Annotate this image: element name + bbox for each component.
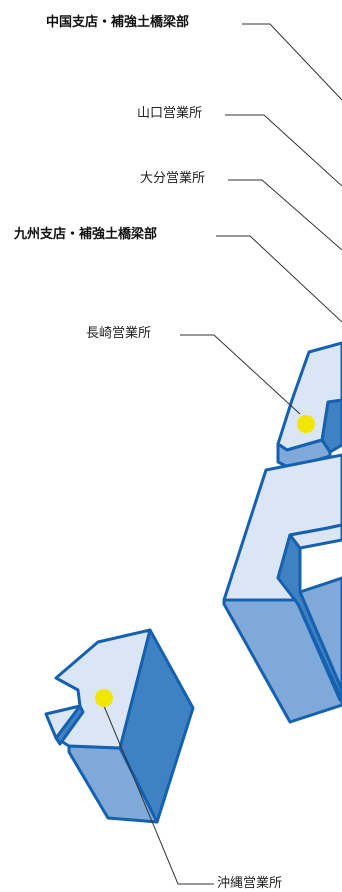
kyushu-slot-ledge <box>288 523 342 550</box>
leader-yamaguchi <box>225 114 342 187</box>
kyushu-landmass <box>222 341 342 724</box>
label-nagasaki-office: 長崎営業所 <box>86 326 152 341</box>
kyushu-upper-block-front <box>276 438 332 470</box>
label-yamaguchi-office: 山口営業所 <box>137 106 203 121</box>
leader-oita <box>228 179 342 251</box>
okinawa-landmass <box>44 628 195 824</box>
leader-kyushu <box>216 235 342 323</box>
leader-chugoku <box>242 23 342 101</box>
label-okinawa-office: 沖縄営業所 <box>217 876 283 891</box>
leader-lines <box>103 23 342 885</box>
office-dot-okinawa <box>95 689 113 707</box>
okinawa-notch-side <box>54 704 85 746</box>
kyushu-lower-right <box>298 576 342 692</box>
leader-okinawa <box>103 705 214 885</box>
label-oita-office: 大分営業所 <box>140 171 206 186</box>
leader-nagasaki <box>180 334 301 415</box>
label-chugoku-branch: 中国支店・補強土橋梁部 <box>46 15 190 30</box>
label-kyushu-branch: 九州支店・補強土橋梁部 <box>14 227 158 242</box>
office-dot-nagasaki <box>297 415 315 433</box>
